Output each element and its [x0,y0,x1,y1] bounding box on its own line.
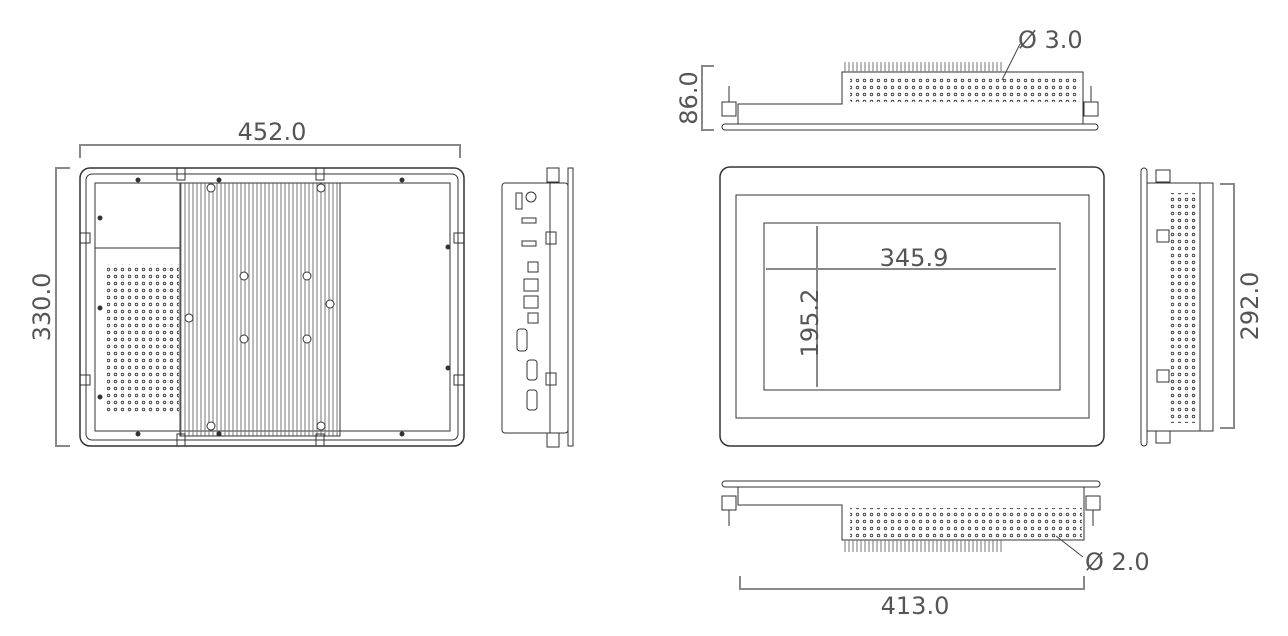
bottom-hole-label: Ø 2.0 [1085,548,1150,576]
side-height-dimension [1220,183,1235,429]
active-width-label: 345.9 [880,244,949,272]
bottom-width-label: 413.0 [881,592,950,620]
top-depth-dimension [701,65,714,131]
active-height-label: 195.2 [796,289,824,358]
rear-view [79,167,465,447]
active-area-dimensions [766,226,1056,387]
rear-width-dimension [79,144,461,158]
rear-height-dimension [55,167,70,447]
bottom-width-dimension [739,576,1085,590]
top-view [721,43,1099,131]
side-height-label: 292.0 [1236,272,1264,341]
right-side-view [1140,167,1214,447]
front-view [719,166,1105,447]
top-depth-label: 86.0 [675,71,703,124]
top-hole-label: Ø 3.0 [1018,26,1083,54]
rear-height-label: 330.0 [28,273,56,342]
io-side-view [501,167,574,448]
rear-width-label: 452.0 [238,118,307,146]
bottom-view [721,480,1101,558]
